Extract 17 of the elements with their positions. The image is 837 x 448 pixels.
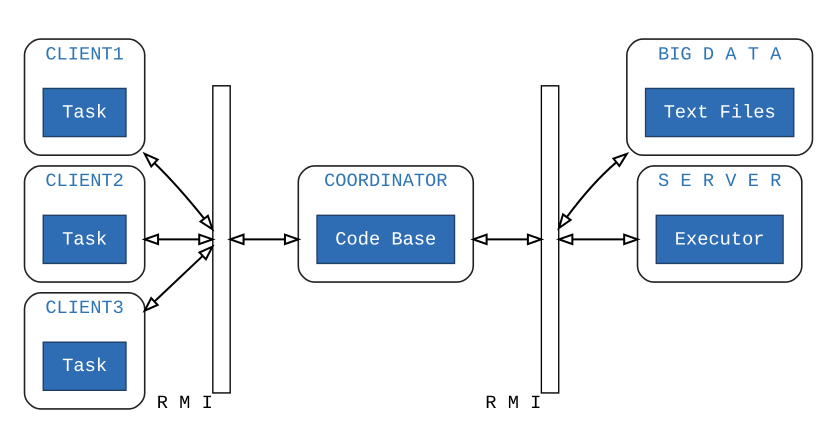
arrow [557, 152, 630, 230]
arrow [470, 233, 544, 246]
node-label: R M I [156, 392, 213, 414]
node-box: Task [42, 88, 127, 138]
node-box: Code Base [316, 214, 456, 264]
arrow [142, 233, 216, 246]
arrow [142, 244, 215, 313]
node-label: R M I [485, 392, 542, 414]
arrow [227, 233, 302, 246]
node-box: Task [42, 214, 127, 264]
node-box: Executor [656, 214, 784, 264]
arrow [556, 233, 641, 246]
node-box: Task [42, 342, 127, 391]
node-bar [212, 85, 231, 394]
node-box: Text Files [644, 88, 794, 138]
node-bar [540, 85, 560, 394]
arrow [142, 152, 214, 232]
